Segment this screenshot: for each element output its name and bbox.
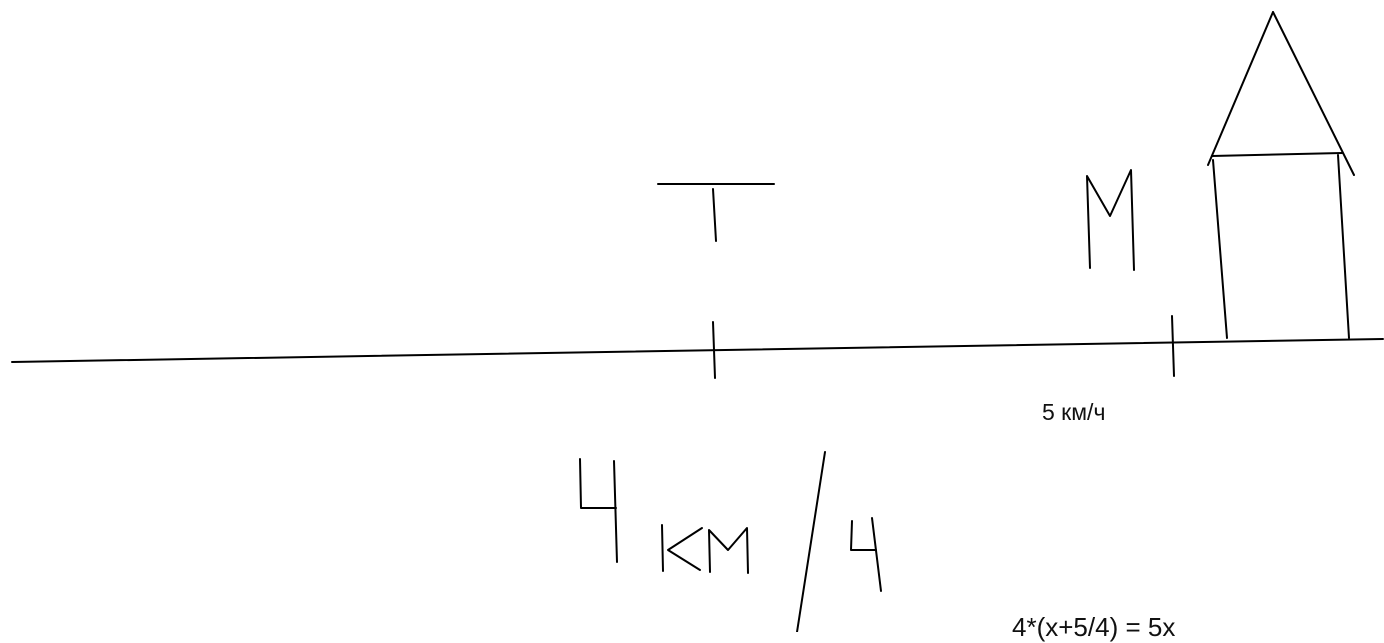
road-line: [11, 338, 1384, 363]
formula-text: 4*(x+5/4) = 5x: [1012, 612, 1176, 642]
letter-t-handwritten: [657, 183, 775, 242]
speed-handwritten: [579, 451, 882, 632]
house-icon: [1207, 11, 1355, 339]
speed-label: 5 км/ч: [1042, 399, 1106, 425]
tick-m: [1171, 315, 1175, 377]
letter-m-handwritten: [1086, 169, 1135, 271]
tick-t: [712, 321, 716, 379]
